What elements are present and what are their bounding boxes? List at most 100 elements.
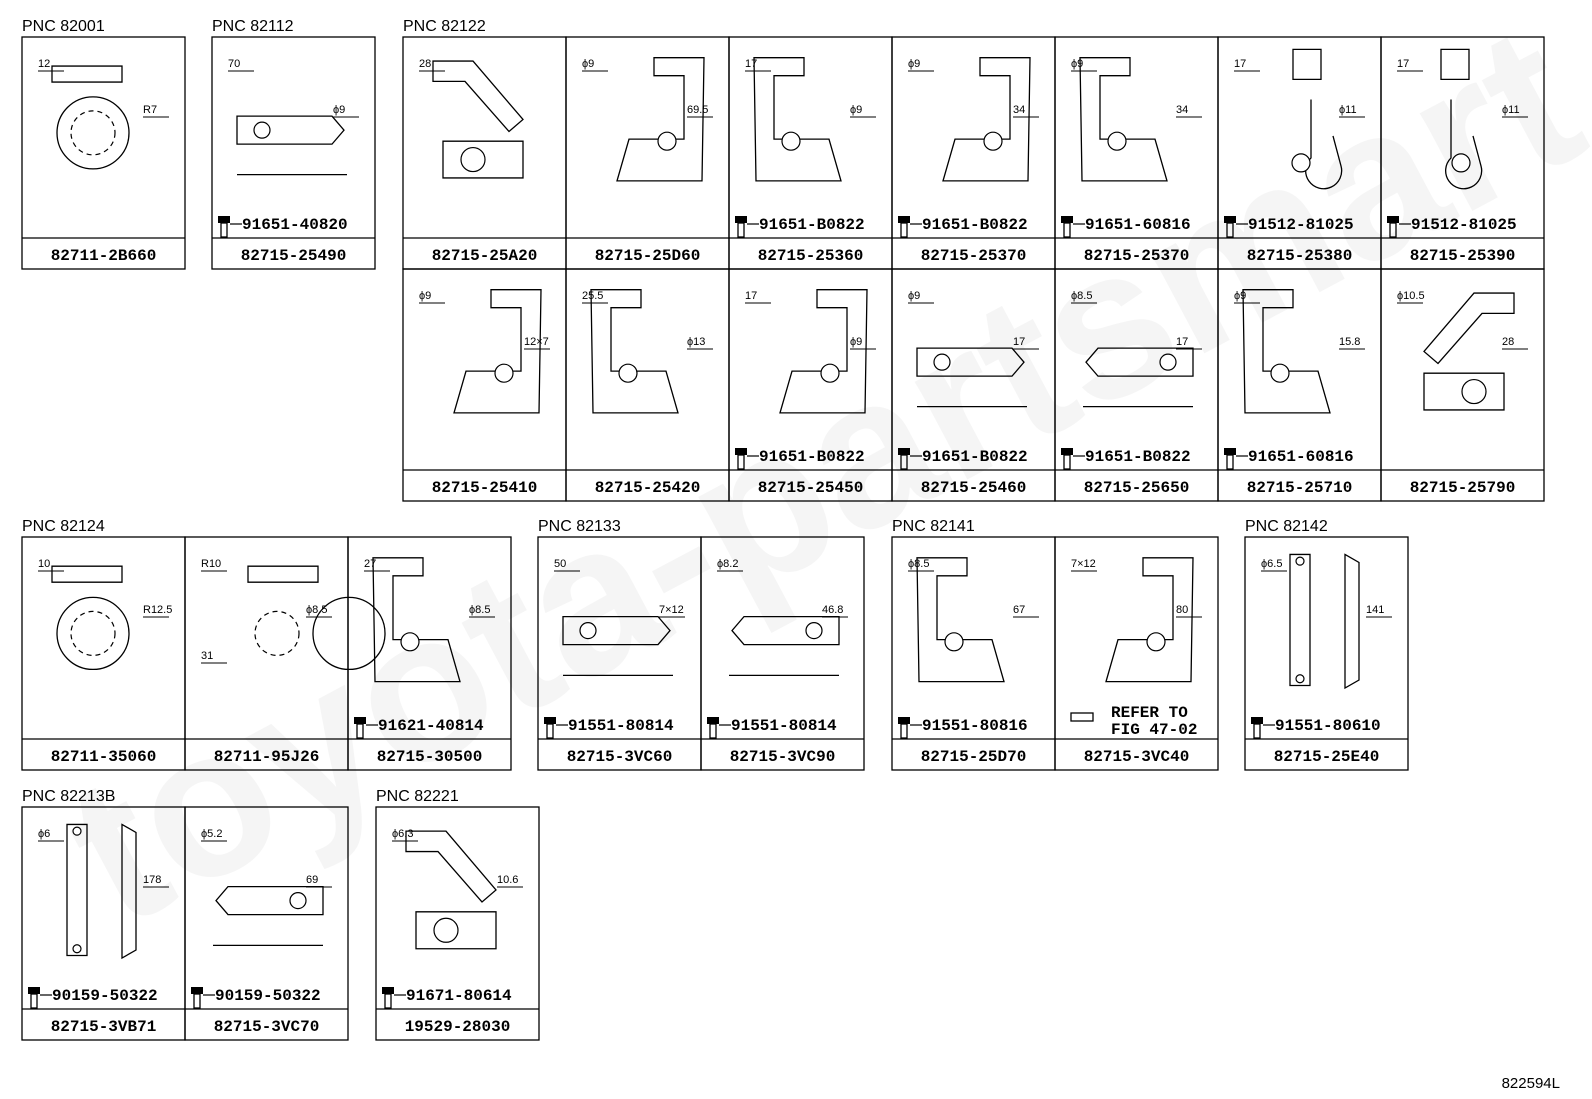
bolt-icon bbox=[382, 987, 394, 1009]
part-number[interactable]: 82715-25370 bbox=[1084, 247, 1190, 265]
bolt-head bbox=[1061, 448, 1073, 455]
part-number[interactable]: 82715-3VC70 bbox=[214, 1018, 320, 1036]
bracket-outline bbox=[916, 557, 1005, 683]
bolt-shank bbox=[1389, 222, 1397, 238]
bolt-number[interactable]: 91651-B0822 bbox=[759, 216, 865, 234]
bolt-number[interactable]: 91512-81025 bbox=[1248, 216, 1354, 234]
part-number[interactable]: 82715-25790 bbox=[1410, 479, 1516, 497]
bolt-number[interactable]: 91651-60816 bbox=[1085, 216, 1191, 234]
bolt-number[interactable]: 91671-80614 bbox=[406, 987, 512, 1005]
stay-hole bbox=[1461, 378, 1487, 405]
part-number[interactable]: 82715-25710 bbox=[1247, 479, 1353, 497]
part-number[interactable]: 82715-25370 bbox=[921, 247, 1027, 265]
bolt-shank bbox=[546, 723, 554, 739]
bolt-icon bbox=[191, 987, 203, 1009]
dimension-label: 12×7 bbox=[524, 336, 549, 348]
bolt-number[interactable]: 91651-B0822 bbox=[759, 448, 865, 466]
bolt-shank bbox=[193, 993, 201, 1009]
bolt-number[interactable]: 91551-80814 bbox=[731, 717, 837, 735]
part-drawing bbox=[405, 830, 497, 950]
part-cell-frame bbox=[891, 536, 1056, 771]
bolt-number[interactable]: 91651-B0822 bbox=[1085, 448, 1191, 466]
bracket-hole bbox=[820, 363, 840, 383]
bolt-head bbox=[898, 717, 910, 724]
part-number[interactable]: 82715-25A20 bbox=[432, 247, 538, 265]
pnc-label: PNC 82213B bbox=[22, 788, 115, 805]
part-number[interactable]: 82715-25D60 bbox=[595, 247, 701, 265]
part-number[interactable]: 82715-25410 bbox=[432, 479, 538, 497]
bracket-outline bbox=[372, 557, 461, 683]
part-number[interactable]: 82711-35060 bbox=[51, 748, 157, 766]
bolt-number[interactable]: 91512-81025 bbox=[1411, 216, 1517, 234]
bolt-number[interactable]: 91651-40820 bbox=[242, 216, 348, 234]
bolt-number[interactable]: 90159-50322 bbox=[52, 987, 158, 1005]
clip-hole bbox=[1451, 153, 1471, 173]
part-number[interactable]: 82715-3VC60 bbox=[567, 748, 673, 766]
part-number[interactable]: 82715-25450 bbox=[758, 479, 864, 497]
bolt-number[interactable]: 91651-60816 bbox=[1248, 448, 1354, 466]
bolt-icon bbox=[735, 216, 747, 238]
part-number[interactable]: 82711-95J26 bbox=[214, 748, 320, 766]
strap-outline bbox=[1289, 553, 1360, 690]
part-number[interactable]: 82711-2B660 bbox=[51, 247, 157, 265]
part-number[interactable]: 82715-25490 bbox=[241, 247, 347, 265]
bolt-number[interactable]: 91551-80816 bbox=[922, 717, 1028, 735]
dimension-label: ϕ10.5 bbox=[1397, 290, 1425, 302]
bolt-head bbox=[735, 216, 747, 223]
part-drawing bbox=[1105, 557, 1194, 683]
pnc-group: PNC 82213Bϕ617890159-5032282715-3VB71ϕ5.… bbox=[21, 788, 349, 1041]
part-number[interactable]: 82715-25E40 bbox=[1274, 748, 1380, 766]
part-cell-frame bbox=[402, 268, 567, 502]
bolt-shank bbox=[900, 723, 908, 739]
part-number[interactable]: 82715-25390 bbox=[1410, 247, 1516, 265]
bolt-number[interactable]: 91651-B0822 bbox=[922, 216, 1028, 234]
bolt-number[interactable]: 91651-B0822 bbox=[922, 448, 1028, 466]
clamp-bore bbox=[70, 610, 116, 657]
refer-note: FIG 47-02 bbox=[1111, 721, 1197, 739]
bolt-number[interactable]: 91551-80814 bbox=[568, 717, 674, 735]
part-number[interactable]: 82715-3VC40 bbox=[1084, 748, 1190, 766]
mounting-hole bbox=[253, 121, 271, 139]
bolt-number[interactable]: 91551-80610 bbox=[1275, 717, 1381, 735]
bolt-number[interactable]: 91621-40814 bbox=[378, 717, 484, 735]
part-number[interactable]: 82715-25D70 bbox=[921, 748, 1027, 766]
dimension-label: ϕ11 bbox=[1502, 104, 1520, 116]
part-number[interactable]: 82715-30500 bbox=[377, 748, 483, 766]
part-number[interactable]: 82715-25650 bbox=[1084, 479, 1190, 497]
part-number[interactable]: 82715-25460 bbox=[921, 479, 1027, 497]
part-number[interactable]: 82715-25380 bbox=[1247, 247, 1353, 265]
part-number[interactable]: 82715-25360 bbox=[758, 247, 864, 265]
dimension-label: 17 bbox=[745, 58, 757, 70]
part-number[interactable]: 82715-3VC90 bbox=[730, 748, 836, 766]
bolt-head bbox=[354, 717, 366, 724]
part-number[interactable]: 82715-25420 bbox=[595, 479, 701, 497]
part-number[interactable]: 19529-28030 bbox=[405, 1018, 511, 1036]
bolt-number[interactable]: 90159-50322 bbox=[215, 987, 321, 1005]
part-number[interactable]: 82715-3VB71 bbox=[51, 1018, 157, 1036]
